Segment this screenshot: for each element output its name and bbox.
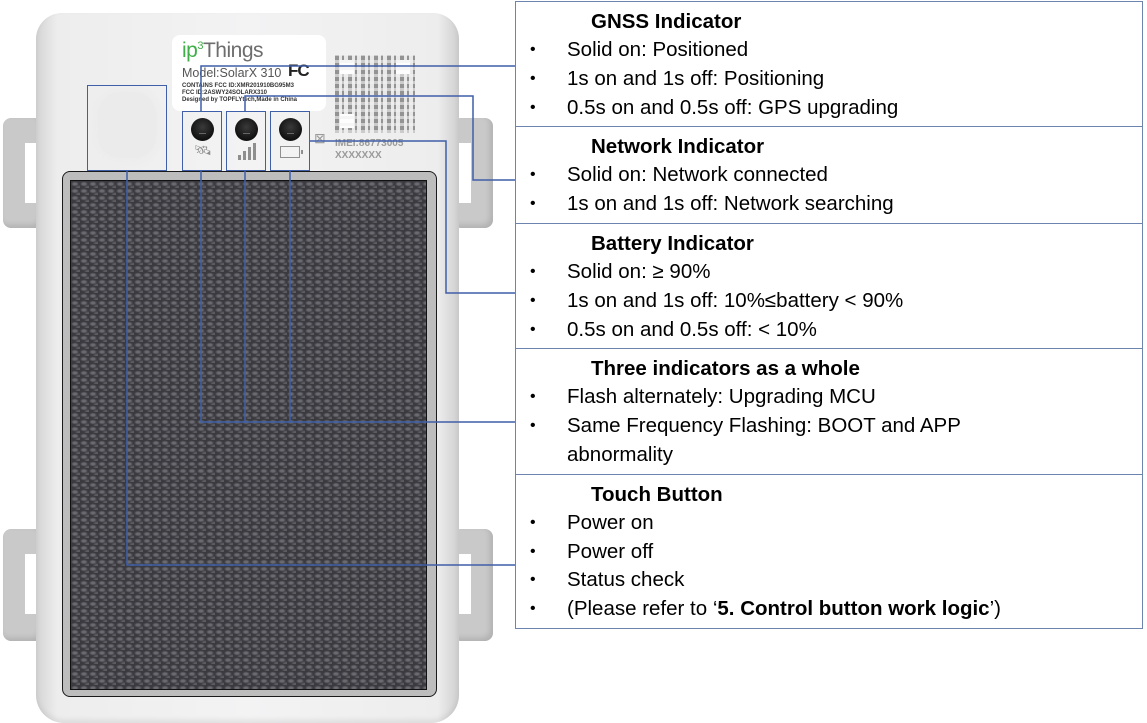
list-item: Solid on: ≥ 90% — [516, 258, 1142, 287]
gnss-callout-box — [182, 111, 222, 171]
list-item: Flash alternately: Upgrading MCU — [516, 383, 1142, 412]
section-title: Network Indicator — [591, 135, 765, 159]
list-item: Power on — [516, 509, 1142, 538]
fcc-id-line-2: FCC ID:2ASWY24SOLARX310 — [182, 90, 268, 96]
network-indicator-section: Network Indicator Solid on: Network conn… — [516, 126, 1142, 223]
fcc-id-line-1: CONTAINS FCC ID:XMR201910BG95M3 — [182, 83, 294, 89]
mounting-ear-bottom-right — [453, 529, 493, 641]
solar-panel — [70, 180, 427, 690]
list-item: Power off — [516, 538, 1142, 567]
list-item: 0.5s on and 0.5s off: GPS upgrading — [516, 94, 1142, 123]
battery-callout-box — [270, 111, 310, 171]
satellite-icon: 🛰 — [194, 142, 212, 158]
gnss-indicator-section: GNSS Indicator Solid on: Positioned 1s o… — [516, 2, 1142, 126]
touch-button[interactable] — [98, 92, 156, 158]
section-title: GNSS Indicator — [591, 10, 742, 33]
product-label: ip3Things Model:SolarX 310 FC CONTAINS F… — [172, 35, 326, 111]
list-item: Solid on: Network connected — [516, 161, 1142, 190]
model-text: Model:SolarX 310 — [182, 66, 282, 80]
touch-button-section: Touch Button Power on Power off Status c… — [516, 473, 1142, 628]
list-item: 1s on and 1s off: 10%≤battery < 90% — [516, 287, 1142, 316]
brand-logo: ip3Things — [182, 39, 264, 62]
list-item: 1s on and 1s off: Network searching — [516, 190, 1142, 219]
section-title: Battery Indicator — [591, 231, 754, 255]
mounting-ear-top-right — [453, 118, 493, 228]
reference-link: 5. Control button work logic — [717, 597, 990, 621]
touch-button-callout-box — [87, 85, 167, 171]
section-title: Three indicators as a whole — [591, 357, 860, 381]
fcc-logo: FC — [288, 61, 310, 80]
list-item: Same Frequency Flashing: BOOT and APP ab… — [516, 412, 1142, 470]
network-callout-box — [226, 111, 266, 171]
list-item: 0.5s on and 0.5s off: < 10% — [516, 316, 1142, 345]
list-item: 1s on and 1s off: Positioning — [516, 65, 1142, 94]
device-illustration: ip3Things Model:SolarX 310 FC CONTAINS F… — [0, 0, 515, 723]
weee-bin-icon: ⊠ — [314, 130, 326, 146]
gnss-led — [191, 118, 214, 141]
imei-label: IMEI:86773005 XXXXXXX — [335, 138, 404, 161]
list-item: Status check — [516, 566, 1142, 595]
list-item: Solid on: Positioned — [516, 36, 1142, 65]
list-item-reference: (Please refer to ‘5. Control button work… — [516, 595, 1142, 624]
indicator-legend-table: GNSS Indicator Solid on: Positioned 1s o… — [515, 1, 1143, 629]
three-indicators-section: Three indicators as a whole Flash altern… — [516, 348, 1142, 473]
designed-by-text: Designed by TOPFLYtech,Made in China — [182, 97, 298, 103]
section-title: Touch Button — [591, 482, 723, 506]
battery-indicator-section: Battery Indicator Solid on: ≥ 90% 1s on … — [516, 222, 1142, 348]
